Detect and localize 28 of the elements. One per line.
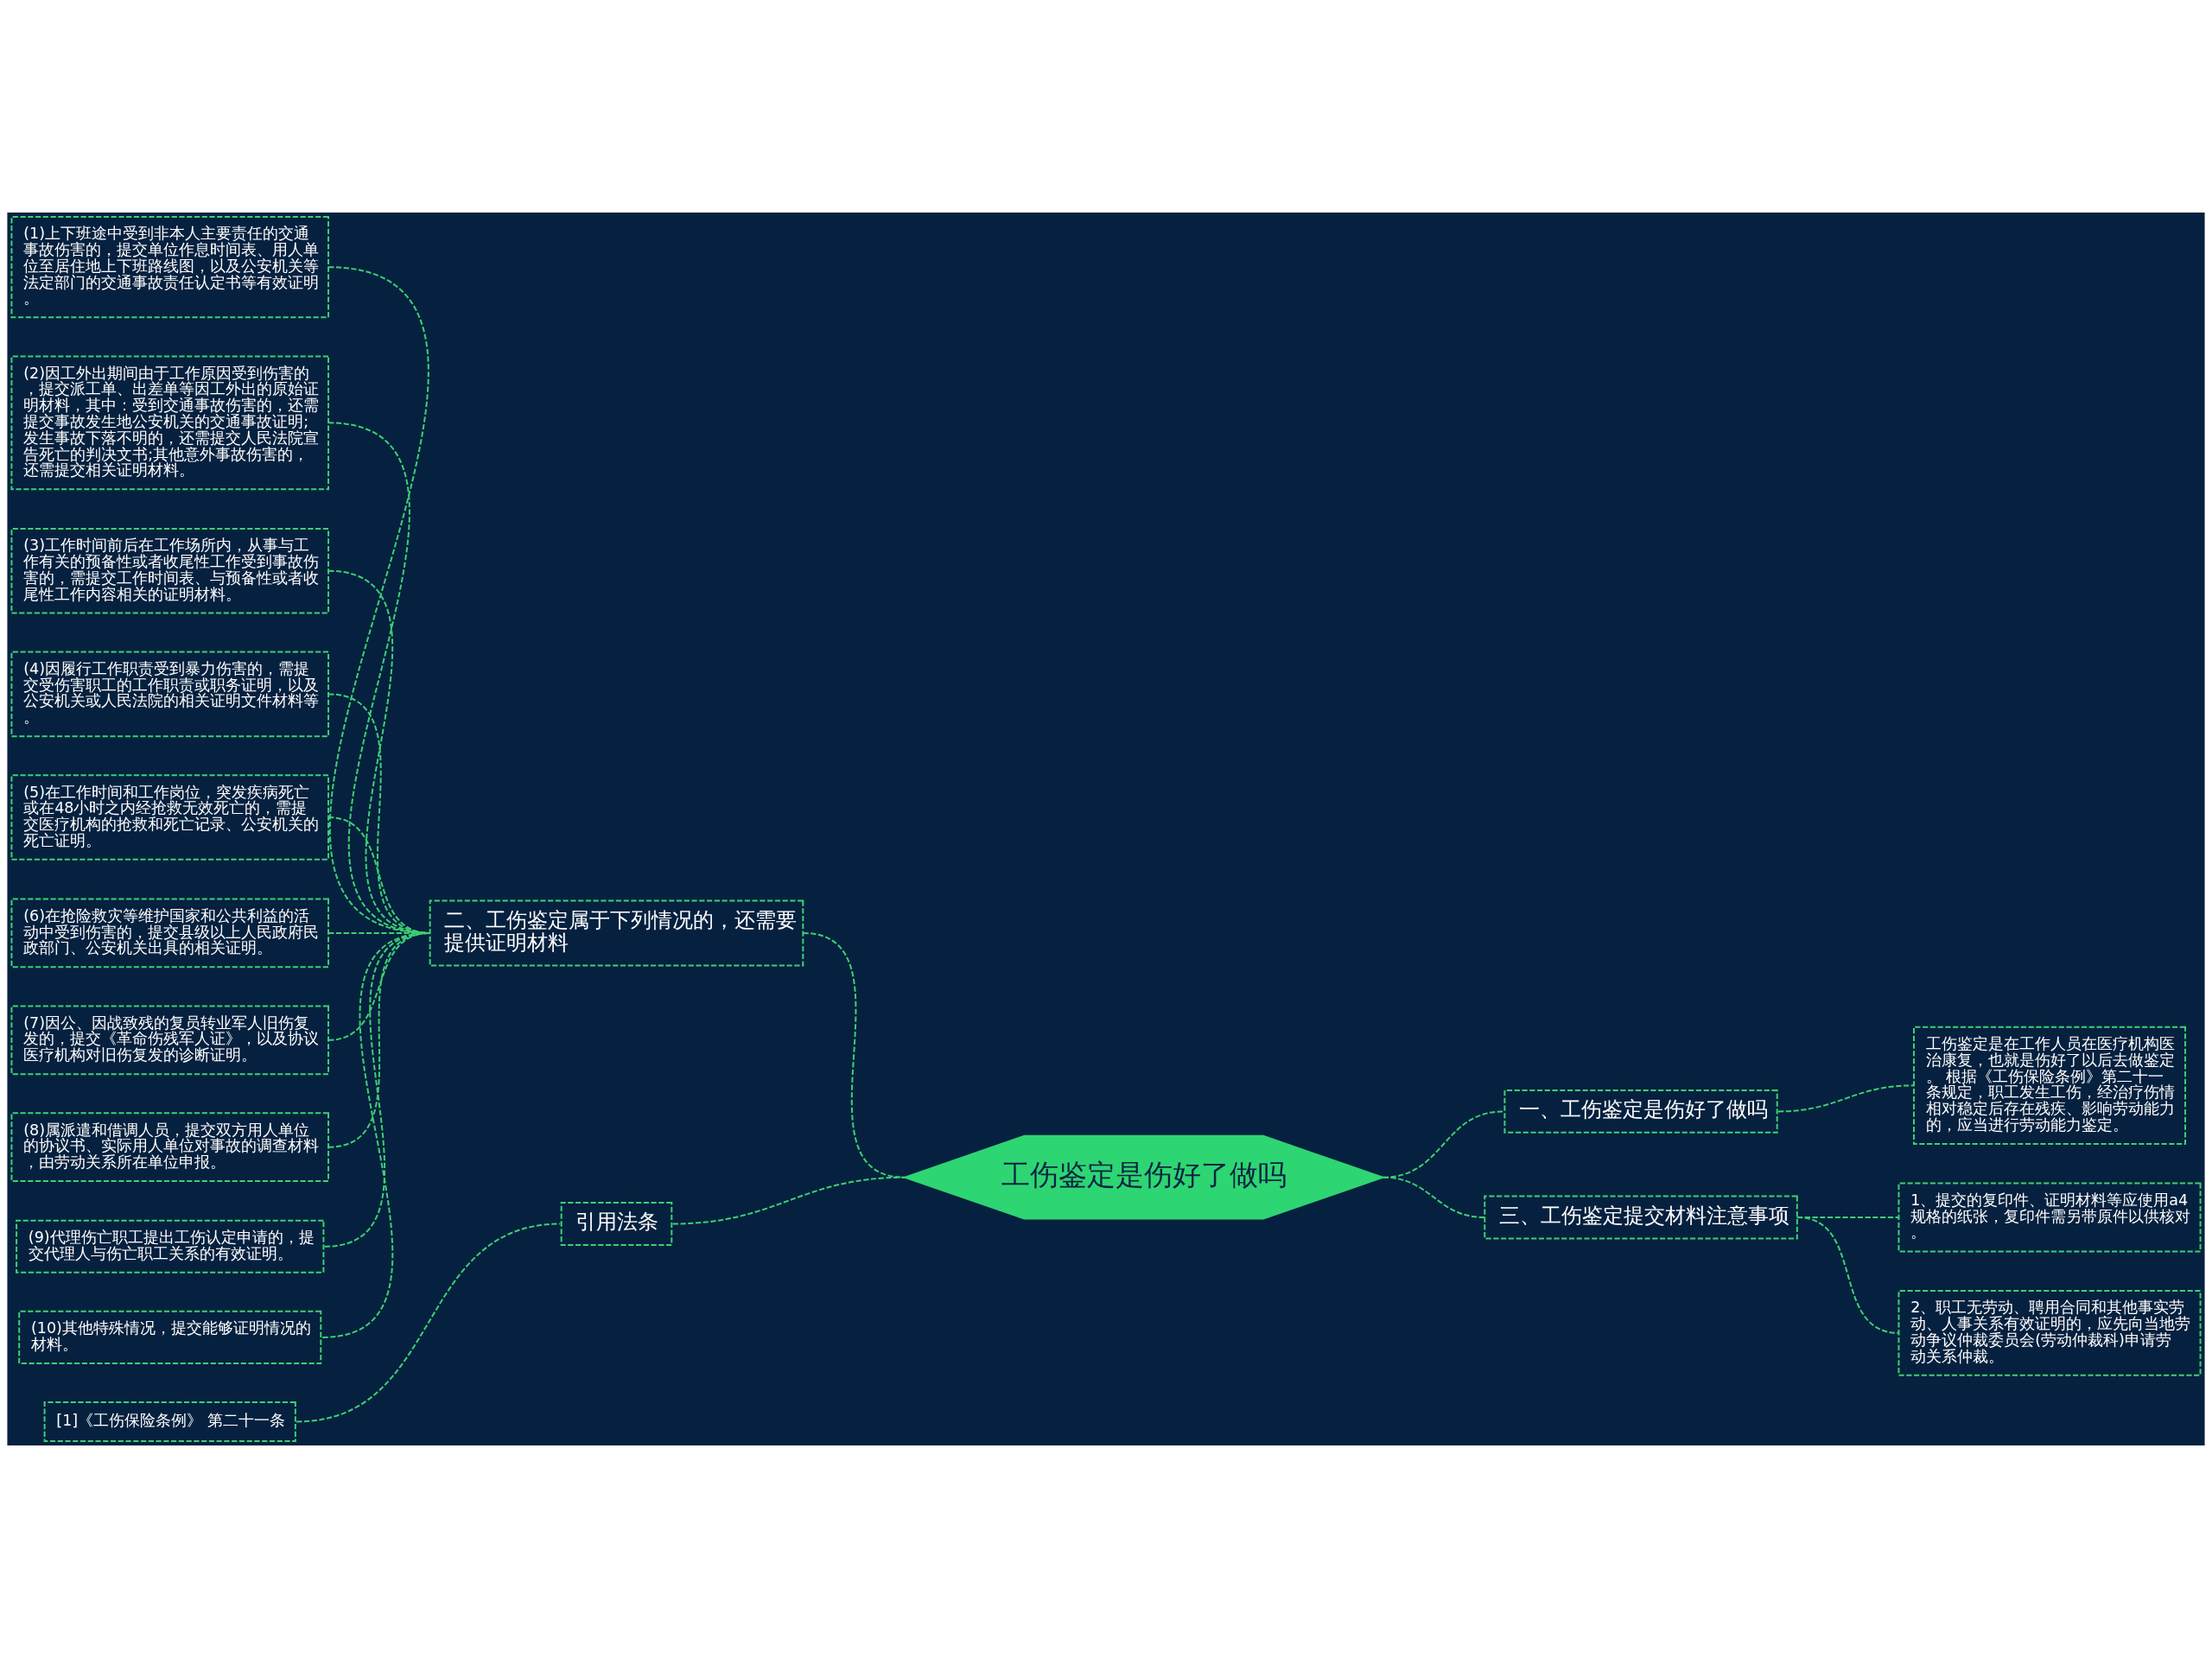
node-box: 三、工伤鉴定提交材料注意事项	[1484, 1195, 1798, 1240]
connector	[1382, 1176, 1486, 1218]
node-box: (5)在工作时间和工作岗位，突发疾病死亡或在48小时之内经抢救无效死亡的，需提交医疗机构的抢救和死亡记录、公安机关的死亡证明。	[10, 774, 330, 861]
connector	[1796, 1217, 1900, 1334]
node-box: 一、工伤鉴定是伤好了做吗	[1503, 1089, 1778, 1134]
connector	[671, 1176, 906, 1225]
connector	[327, 931, 431, 1041]
node-box: (7)因公、因战致残的复员转业军人旧伤复发的，提交《革命伤残军人证》，以及协议医疗机构对旧伤复发的诊断证明。	[10, 1005, 330, 1076]
connector	[1777, 1084, 1915, 1113]
node-box: 二、工伤鉴定属于下列情况的，还需要提供证明材料	[429, 899, 804, 967]
node-box: (3)工作时间前后在工作场所内，从事与工作有关的预备性或者收尾性工作受到事故伤害的，需提交工作时间表、与预备性或者收尾性工作内容相关的证明材料。	[10, 528, 330, 614]
node-box: 1、提交的复印件、证明材料等应使用a4规格的纸张，复印件需另带原件以供核对。	[1897, 1182, 2202, 1253]
connector	[323, 931, 431, 1248]
connector	[327, 931, 431, 1148]
node-box: 2、职工无劳动、聘用合同和其他事实劳动、人事关系有效证明的，应先向当地劳动争议仲裁委员会(劳动仲裁科)申请劳动关系仲裁。	[1897, 1290, 2202, 1376]
node-box: (10)其他特殊情况，提交能够证明情况的材料。	[18, 1310, 322, 1364]
node-box: 引用法条	[560, 1202, 673, 1246]
node-box: (2)因工外出期间由于工作原因受到伤害的，提交派工单、出差单等因工外出的原始证明材料，其中：受到交通事故伤害的，还需提交事故发生地公安机关的交通事故证明;发生事故下落不明的，还需提交人民法院宣告死亡的判决文书;其他意外事故伤害的，还需提交相关证明材料。	[10, 355, 330, 491]
connector	[296, 1223, 562, 1423]
node-box: (4)因履行工作职责受到暴力伤害的，需提交受伤害职工的工作职责或职务证明，以及公安机关或人民法院的相关证明文件材料等。	[10, 651, 330, 738]
node-box: 工伤鉴定是在工作人员在医疗机构医治康复，也就是伤好了以后去做鉴定。 根据《工伤保险条例》第二十一条规定，职工发生工伤，经治疗伤情相对稳定后存在残疾、影响劳动能力的，应当进行劳动能力鉴定。	[1913, 1026, 2187, 1145]
node-box: [1]《工伤保险条例》 第二十一条	[43, 1401, 296, 1442]
connector	[327, 266, 431, 934]
node-box: (6)在抢险救灾等维护国家和公共利益的活动中受到伤害的，提交县级以上人民政府民政部门、公安机关出具的相关证明。	[10, 898, 330, 969]
connector	[321, 931, 431, 1338]
node-box: (1)上下班途中受到非本人主要责任的交通事故伤害的，提交单位作息时间表、用人单位至居住地上下班路线图，以及公安机关等法定部门的交通事故责任认定书等有效证明。	[10, 216, 330, 319]
node-box: (8)属派遣和借调人员，提交双方用人单位的协议书、实际用人单位对事故的调查材料，由劳动关系所在单位申报。	[10, 1112, 330, 1183]
node-box: (9)代理伤亡职工提出工伤认定申请的，提交代理人与伤亡职工关系的有效证明。	[16, 1219, 325, 1274]
